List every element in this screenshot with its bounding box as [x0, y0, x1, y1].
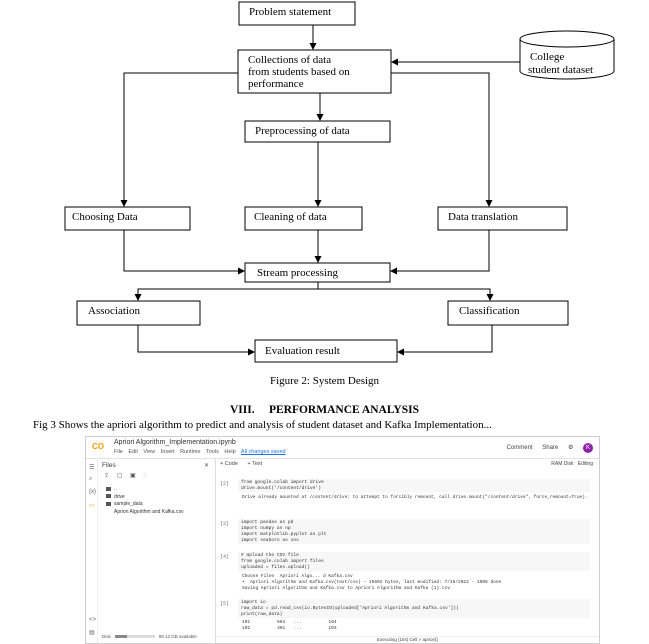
notebook-toolbar: + Code + Text — [220, 461, 270, 467]
search-icon[interactable]: ⌕ — [89, 476, 93, 482]
colab-menu: File Edit View Insert Runtime Tools Help… — [114, 449, 290, 455]
file-tree: .. drive sample_data Apriori Algorithm a… — [106, 486, 183, 516]
cell-code[interactable]: import pandas as pd import numpy as np i… — [238, 519, 590, 544]
gear-icon[interactable]: ⚙ — [567, 445, 574, 451]
terminal-icon[interactable]: ▤ — [89, 630, 95, 636]
toc-icon[interactable]: ☰ — [89, 465, 95, 471]
classification-label: Classification — [459, 305, 520, 317]
add-code-button[interactable]: + Code — [220, 461, 238, 467]
cell-output: Choose Files Apriori Algo... d Kafka.csv… — [242, 574, 502, 591]
collection-label-2: from students based on — [248, 66, 350, 78]
comment-button[interactable]: Comment — [506, 445, 533, 451]
variables-icon[interactable]: {x} — [89, 489, 97, 495]
disk-short-label[interactable]: Disk — [563, 461, 574, 467]
evaluation-label: Evaluation result — [265, 345, 340, 357]
stream-label: Stream processing — [257, 267, 338, 279]
menu-file[interactable]: File — [114, 449, 123, 455]
cell-output: 101 504 ... 104 102 491 ... 103 — [242, 620, 337, 631]
notebook-title[interactable]: Apriori Algorithm_Implementation.ipynb — [114, 439, 236, 446]
menu-tools[interactable]: Tools — [206, 449, 219, 455]
association-label: Association — [88, 305, 140, 317]
code-cell[interactable]: [5] import io raw_data = pd.read_csv(io.… — [220, 599, 590, 635]
saved-status[interactable]: All changes saved — [240, 449, 286, 455]
collection-box — [237, 49, 392, 94]
association-box — [76, 300, 201, 326]
folder-icon — [106, 494, 111, 499]
colab-topbar: CO Apriori Algorithm_Implementation.ipyn… — [86, 437, 599, 459]
menu-help[interactable]: Help — [224, 449, 236, 455]
code-cell[interactable]: [3] import pandas as pd import numpy as … — [220, 519, 590, 545]
files-panel: Files ✕ ⇪ ▢ ▣ ◌ .. drive sample_data Apr… — [98, 459, 216, 643]
fig3-description: Fig 3 Shows the apriori algorithm to pre… — [33, 419, 492, 431]
drive-icon[interactable]: ▣ — [130, 473, 136, 479]
menu-view[interactable]: View — [143, 449, 156, 455]
menu-runtime[interactable]: Runtime — [180, 449, 201, 455]
runtime-status: RAM Disk Editing — [551, 461, 593, 467]
avatar[interactable]: K — [583, 443, 593, 453]
menu-edit[interactable]: Edit — [128, 449, 138, 455]
system-design-flowchart: Problem statement Collections of data fr… — [64, 1, 615, 363]
cleaning-label: Cleaning of data — [254, 211, 327, 223]
editing-toggle[interactable]: Editing — [577, 461, 593, 467]
folder-icon — [106, 486, 111, 491]
collection-label-1: Collections of data — [248, 54, 331, 66]
collection-label-3: performance — [248, 78, 304, 90]
share-button[interactable]: Share — [542, 445, 559, 451]
code-cell[interactable]: [4] # Upload the CSV file from google.co… — [220, 552, 590, 594]
college-dataset-cylinder — [519, 39, 615, 80]
college-label-2: student dataset — [528, 64, 593, 76]
tree-item[interactable]: Apriori Algorithm and Kafka.csv — [114, 508, 184, 515]
tree-item[interactable]: .. — [106, 486, 183, 494]
section-heading: VIII. PERFORMANCE ANALYSIS — [229, 404, 420, 416]
files-toolbar: ⇪ ▢ ▣ ◌ — [104, 472, 153, 479]
add-text-button[interactable]: + Text — [247, 461, 263, 467]
tree-item[interactable]: sample_data — [106, 501, 183, 509]
choosing-data-box — [64, 206, 191, 231]
cell-output: Drive already mounted at /content/drive;… — [242, 495, 588, 500]
topbar-actions: Comment Share ⚙ K — [499, 443, 593, 453]
problem-label: Problem statement — [249, 6, 331, 18]
preprocessing-label: Preprocessing of data — [255, 125, 350, 137]
files-header: Files — [102, 462, 116, 469]
colab-screenshot: CO Apriori Algorithm_Implementation.ipyn… — [85, 436, 600, 644]
code-cell[interactable]: [2] from google.colab import drive drive… — [220, 479, 590, 507]
tree-item[interactable]: drive — [106, 494, 183, 502]
execution-status: Executing (15s) Cell > apriori() — [216, 636, 599, 643]
classification-box — [447, 300, 569, 326]
disk-usage-fill — [114, 635, 127, 639]
code-snippets-icon[interactable]: <> — [89, 617, 97, 623]
choosing-label: Choosing Data — [72, 211, 138, 223]
cell-code[interactable]: # Upload the CSV file from google.colab … — [238, 552, 590, 571]
figure-caption: Figure 2: System Design — [269, 375, 380, 387]
hide-icon[interactable]: ◌ — [143, 473, 147, 479]
cell-code[interactable]: from google.colab import drive drive.mou… — [238, 479, 590, 492]
folder-icon — [106, 501, 111, 506]
problem-statement-box — [238, 1, 356, 26]
new-folder-icon[interactable]: ▢ — [116, 473, 123, 479]
college-label-1: College — [530, 51, 564, 63]
notebook-area: + Code + Text RAM Disk Editing [2] from … — [216, 459, 599, 643]
upload-icon[interactable]: ⇪ — [104, 473, 110, 479]
menu-insert[interactable]: Insert — [160, 449, 175, 455]
ram-label[interactable]: RAM — [551, 461, 563, 467]
colab-logo[interactable]: CO — [92, 442, 104, 451]
cleaning-box — [244, 206, 363, 231]
close-icon[interactable]: ✕ — [203, 463, 209, 469]
translation-box — [437, 206, 568, 231]
translation-label: Data translation — [448, 211, 518, 223]
folder-icon[interactable]: ▭ — [89, 503, 95, 509]
left-rail: ☰ ⌕ {x} ▭ <> ▤ — [86, 459, 98, 643]
cell-code[interactable]: import io raw_data = pd.read_csv(io.Byte… — [238, 599, 590, 618]
